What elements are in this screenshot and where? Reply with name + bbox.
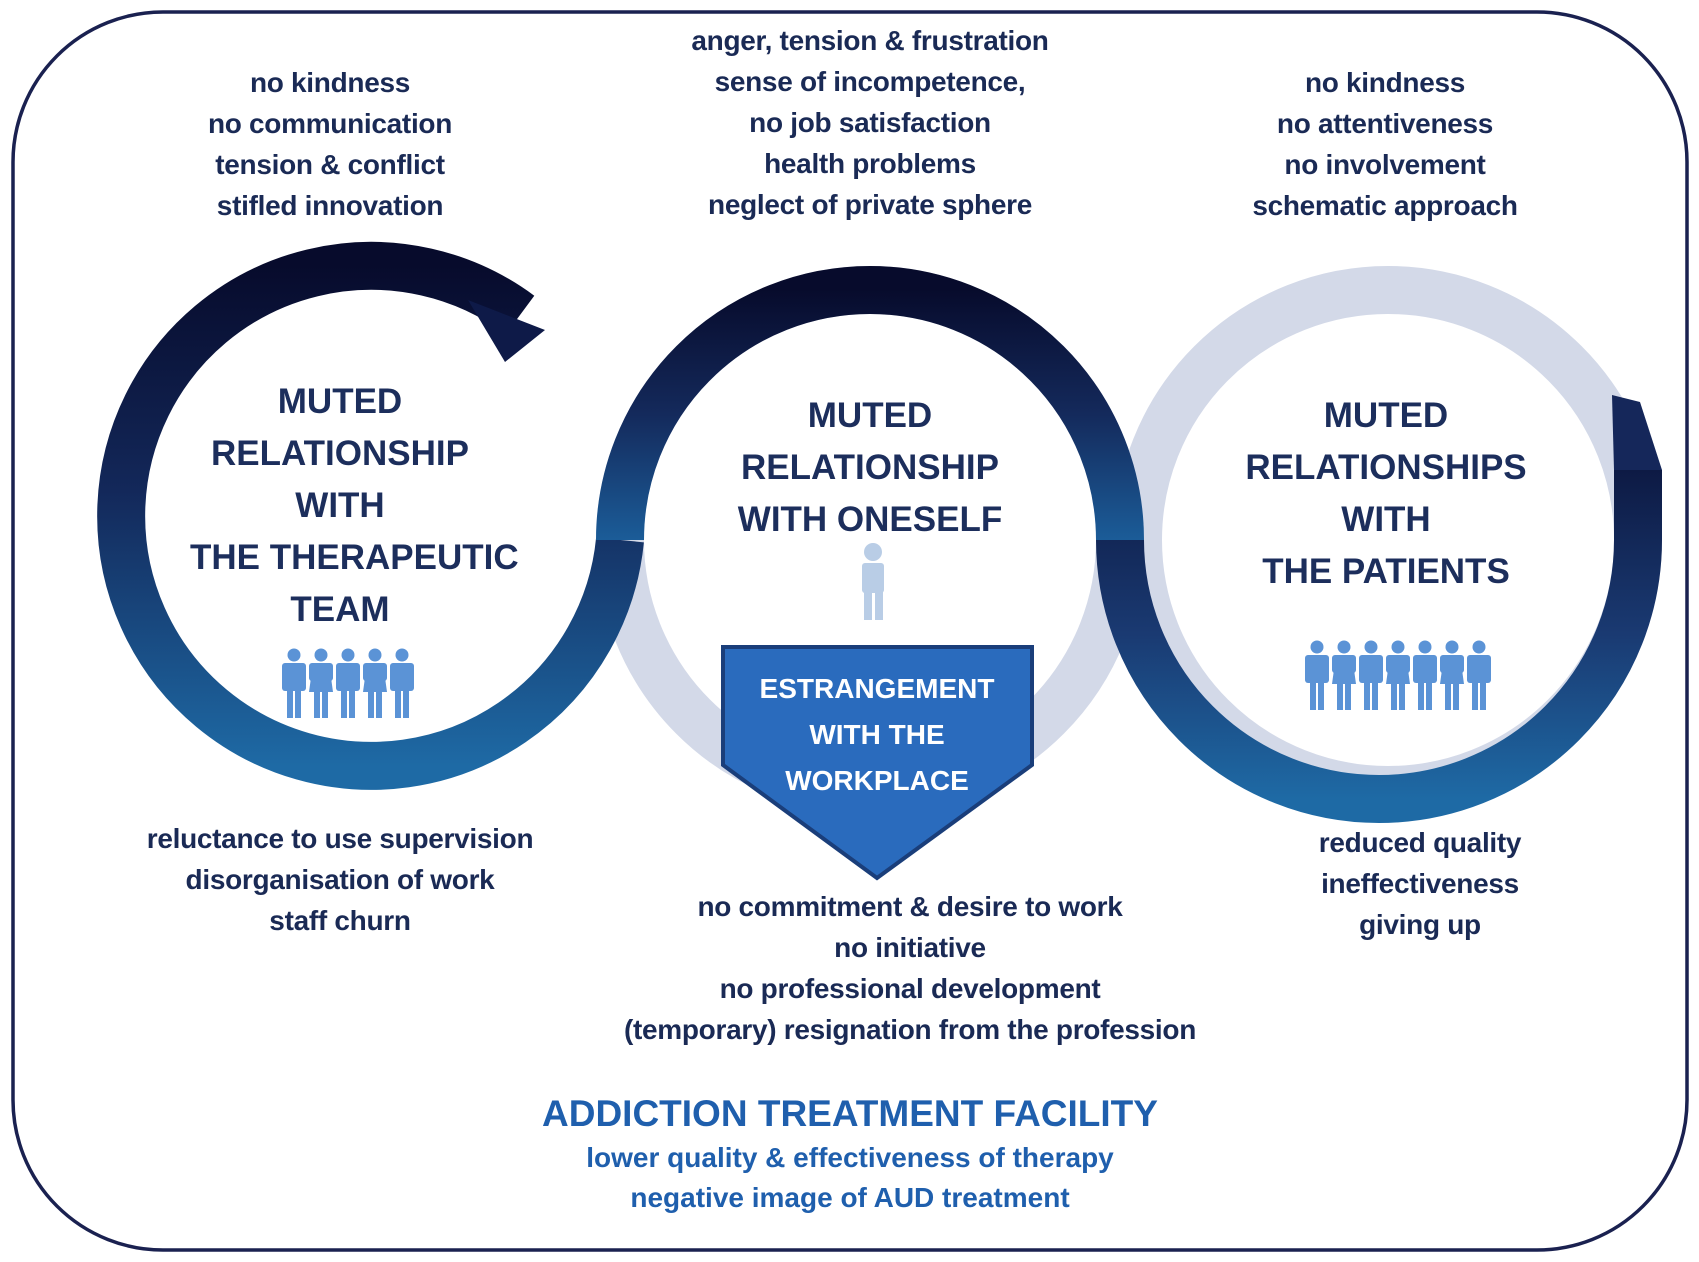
effect-line: no job satisfaction	[749, 107, 991, 138]
box-line: ESTRANGEMENT	[759, 673, 995, 704]
title-line: RELATIONSHIP	[741, 448, 999, 487]
effect-line: no initiative	[834, 932, 986, 963]
effect-line: no kindness	[249, 67, 411, 98]
effect-line: stifled innovation	[216, 190, 444, 221]
estrangement-box-label: ESTRANGEMENT WITH THE WORKPLACE	[727, 666, 1027, 804]
effect-line: (temporary) resignation from the profess…	[623, 1014, 1197, 1045]
effect-line: neglect of private sphere	[708, 189, 1032, 220]
title-line: RELATIONSHIPS	[1245, 448, 1527, 487]
effect-line: no involvement	[1284, 149, 1486, 180]
center-ring-arc	[596, 266, 1144, 541]
effect-line: reluctance to use supervision	[146, 823, 534, 854]
title-line: RELATIONSHIP	[211, 434, 469, 473]
effect-line: staff churn	[269, 905, 411, 936]
male-person-icon	[1305, 640, 1329, 710]
effect-line: no professional development	[719, 973, 1101, 1004]
single-person-icon	[862, 543, 884, 620]
effect-line: no kindness	[1304, 67, 1466, 98]
male-person-icon	[1413, 640, 1437, 710]
facility-line: lower quality & effectiveness of therapy	[586, 1142, 1114, 1173]
effect-line: disorganisation of work	[185, 864, 495, 895]
left-top-effects: no kindness no communication tension & c…	[180, 62, 480, 226]
estrangement-box	[721, 645, 1034, 881]
group-of-five-people-icon	[282, 648, 414, 718]
center-circle-title: MUTED RELATIONSHIP WITH ONESELF	[720, 390, 1020, 546]
male-person-icon	[390, 648, 414, 718]
title-line: THE THERAPEUTIC	[190, 538, 519, 577]
female-person-icon	[363, 648, 387, 718]
left-ring-arrowhead	[468, 300, 545, 362]
facility-line: negative image of AUD treatment	[630, 1182, 1070, 1213]
male-person-icon	[282, 648, 306, 718]
effect-line: giving up	[1359, 909, 1481, 940]
title-line: MUTED	[1323, 396, 1449, 435]
title-line: TEAM	[290, 590, 390, 629]
title-line: MUTED	[277, 382, 403, 421]
right-bottom-effects: reduced quality ineffectiveness giving u…	[1270, 822, 1570, 945]
right-ring-arc	[1096, 470, 1662, 823]
facility-title: ADDICTION TREATMENT FACILITY	[542, 1093, 1158, 1134]
effect-line: health problems	[764, 148, 976, 179]
right-ring-arrowhead	[1612, 395, 1662, 470]
female-person-icon	[1332, 640, 1356, 710]
center-bottom-effects: no commitment & desire to work no initia…	[590, 886, 1230, 1050]
effect-line: no commitment & desire to work	[697, 891, 1123, 922]
female-person-icon	[1440, 640, 1464, 710]
center-top-effects: anger, tension & frustration sense of in…	[660, 20, 1080, 225]
effect-line: schematic approach	[1252, 190, 1518, 221]
left-bottom-effects: reluctance to use supervision disorganis…	[120, 818, 560, 941]
female-person-icon	[309, 648, 333, 718]
left-ring-arc	[97, 241, 644, 790]
outer-frame	[11, 10, 1689, 1252]
effect-line: no communication	[207, 108, 453, 139]
title-line: MUTED	[807, 396, 933, 435]
box-line: WITH THE	[809, 719, 945, 750]
effect-line: reduced quality	[1318, 827, 1522, 858]
title-line: WITH ONESELF	[737, 500, 1003, 539]
effect-line: tension & conflict	[215, 149, 445, 180]
title-line: WITH	[1341, 500, 1431, 539]
effect-line: sense of incompetence,	[714, 66, 1026, 97]
facility-block: ADDICTION TREATMENT FACILITY lower quali…	[450, 1090, 1250, 1218]
box-line: WORKPLACE	[785, 765, 969, 796]
male-person-icon	[1467, 640, 1491, 710]
group-of-seven-people-icon	[1305, 640, 1491, 710]
right-top-effects: no kindness no attentiveness no involvem…	[1230, 62, 1540, 226]
effect-line: no attentiveness	[1276, 108, 1494, 139]
effect-line: ineffectiveness	[1321, 868, 1519, 899]
male-person-icon	[1359, 640, 1383, 710]
title-line: WITH	[295, 486, 385, 525]
right-circle-title: MUTED RELATIONSHIPS WITH THE PATIENTS	[1236, 390, 1536, 598]
left-circle-title: MUTED RELATIONSHIP WITH THE THERAPEUTIC …	[190, 376, 519, 636]
title-line: THE PATIENTS	[1262, 552, 1510, 591]
female-person-icon	[1386, 640, 1410, 710]
male-person-icon	[336, 648, 360, 718]
effect-line: anger, tension & frustration	[691, 25, 1049, 56]
